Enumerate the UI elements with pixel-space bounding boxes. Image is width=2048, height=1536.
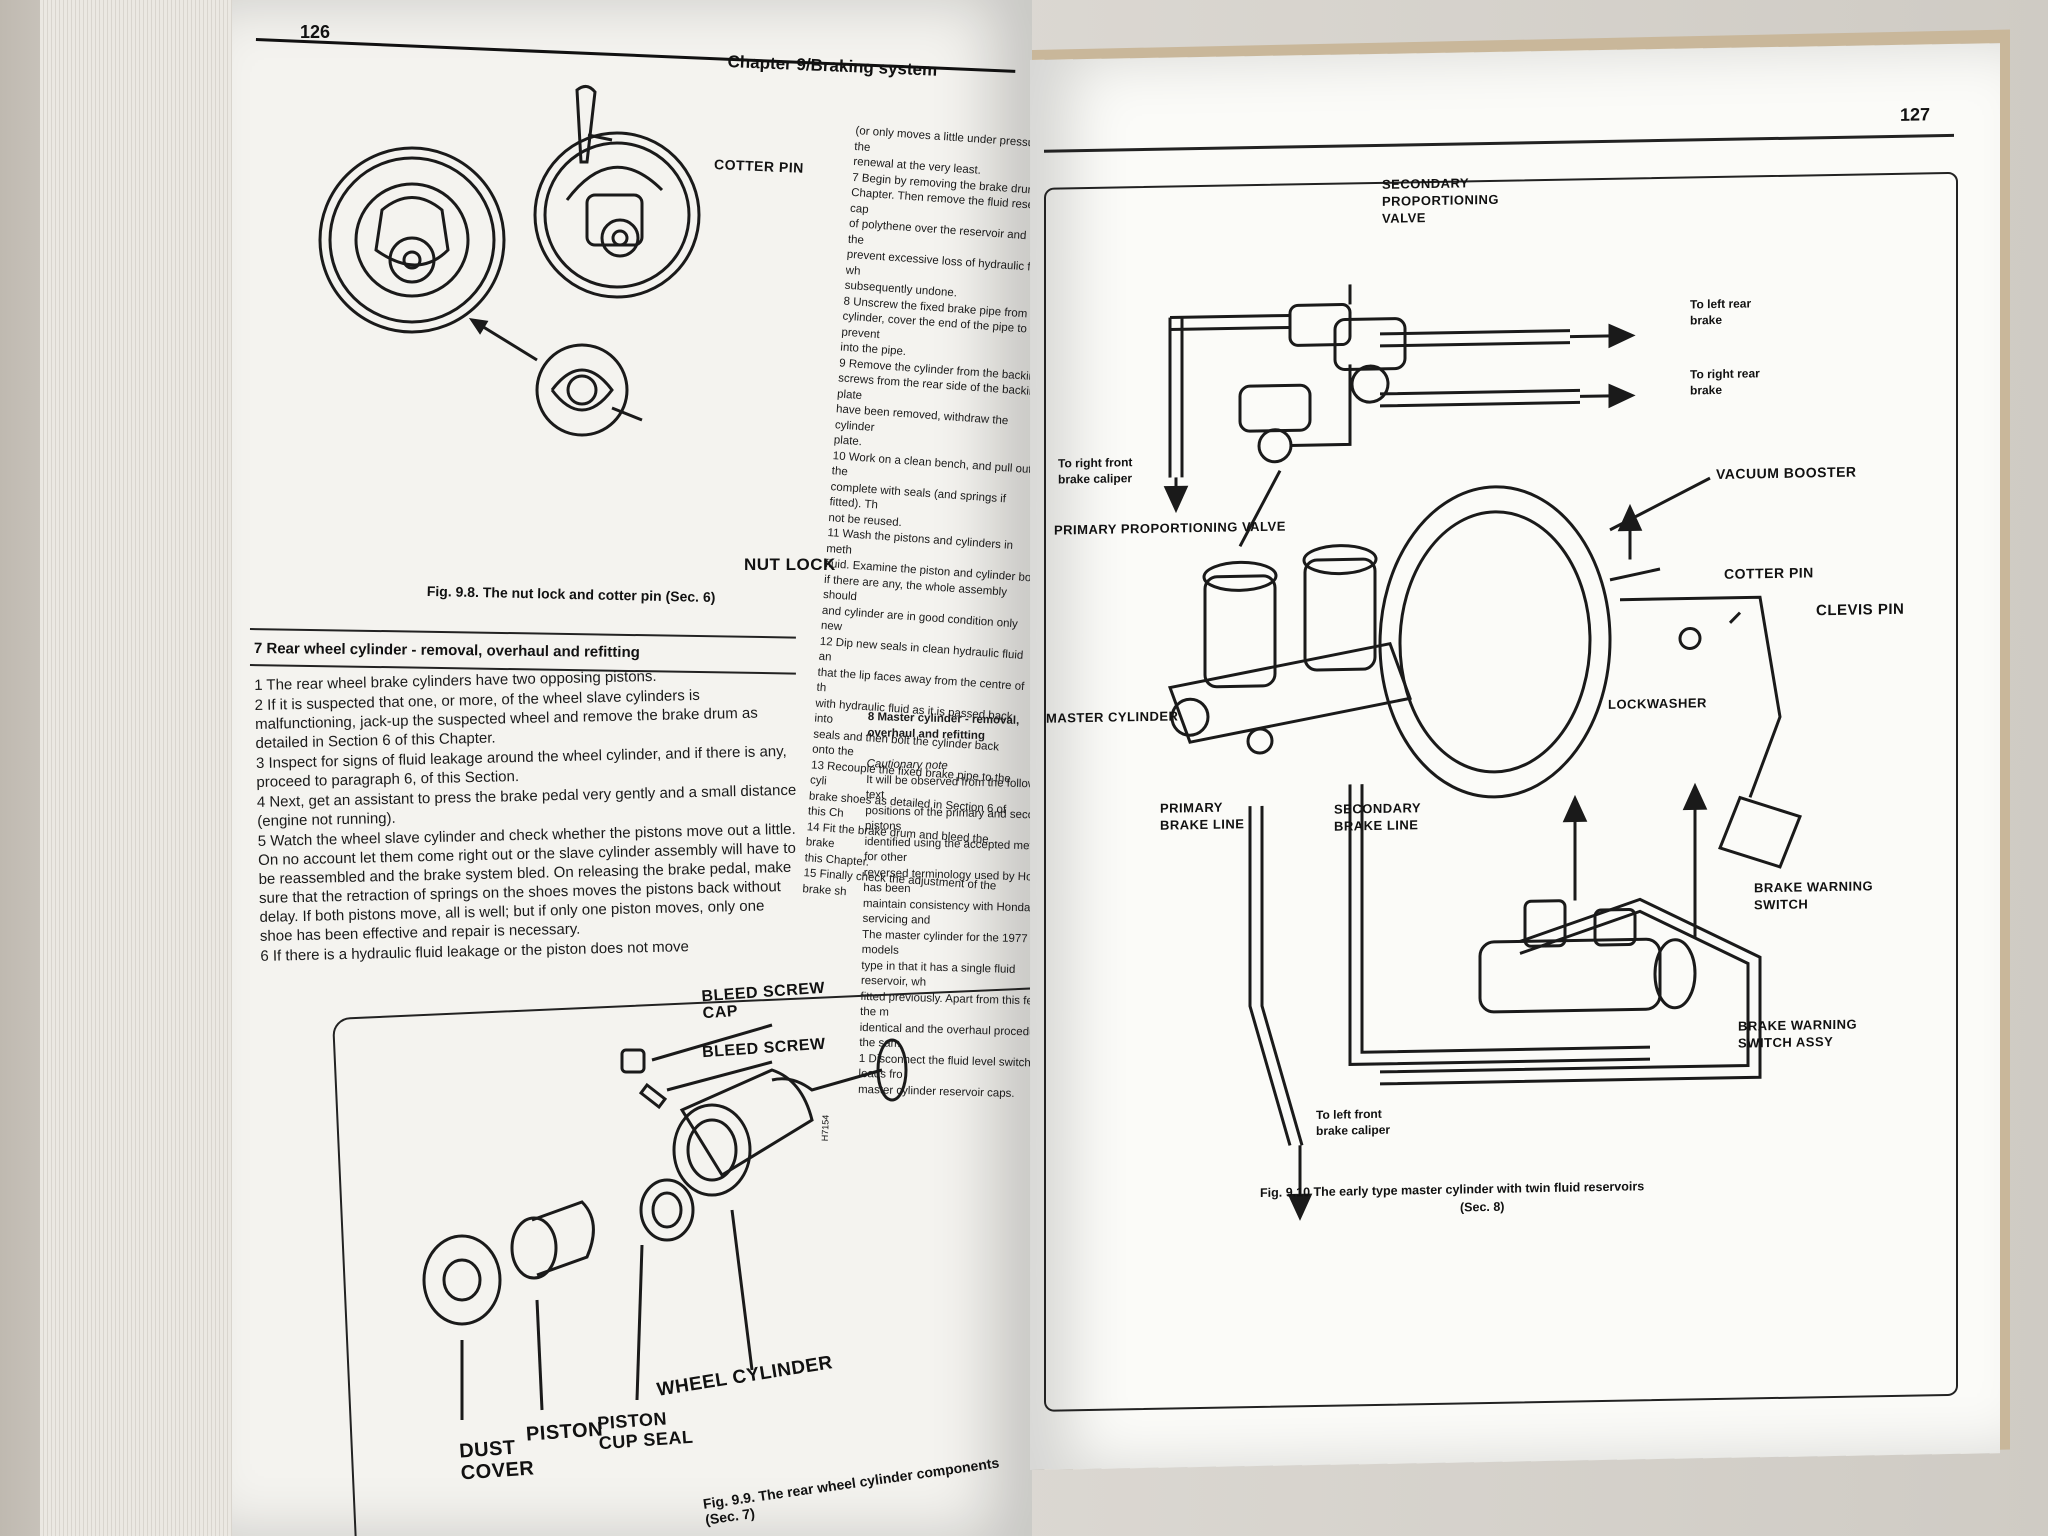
- to-left-front-brake-caliper-label: To left front brake caliper: [1316, 1106, 1391, 1139]
- clevis-pin-label: CLEVIS PIN: [1816, 600, 1905, 620]
- master-cylinder-label: MASTER CYLINDER: [1046, 708, 1179, 726]
- fig-9-10-illustration: [1163, 284, 1802, 1221]
- section-7-body: 1 The rear wheel brake cylinders have tw…: [254, 664, 800, 967]
- to-right-front-brake-caliper-label: To right front brake caliper: [1058, 455, 1133, 487]
- text-line: reversed terminology used by Honda has b…: [863, 866, 1032, 896]
- paragraph: 5 Watch the wheel slave cylinder and che…: [257, 820, 797, 945]
- page-stack-edge: [40, 0, 240, 1536]
- text-line: identified using the accepted method for…: [863, 835, 1032, 865]
- left-page: 126 Chapter 9/Braking system: [232, 0, 1032, 1536]
- chapter-title: Chapter 9/Braking system: [727, 52, 938, 80]
- right-page: 127: [1030, 43, 2000, 1470]
- section-7-heading: 7 Rear wheel cylinder - removal, overhau…: [253, 640, 640, 662]
- fig-9-8-illustration: [318, 85, 701, 437]
- to-left-rear-brake-label: To left rear brake: [1690, 296, 1752, 328]
- text-line: maintain consistency with Honda servicin…: [862, 897, 1031, 927]
- page-number: 126: [300, 22, 331, 42]
- piston-cup-seal-label: PISTON CUP SEAL: [596, 1408, 694, 1454]
- header-rule: [1044, 133, 1954, 153]
- fig-9-10-caption-sec: (Sec. 8): [1460, 1199, 1505, 1215]
- text-line: The master cylinder for the 1977 models: [861, 928, 1028, 957]
- part-code: H7154: [819, 1114, 831, 1142]
- secondary-brake-line-label: SECONDARY BRAKE LINE: [1334, 800, 1422, 834]
- to-right-rear-brake-label: To right rear brake: [1690, 366, 1760, 398]
- secondary-proportioning-valve-label: SECONDARY PROPORTIONING VALVE: [1382, 175, 1500, 226]
- fig-9-9-illustration: [422, 1023, 908, 1420]
- piston-label: PISTON: [525, 1418, 604, 1446]
- section-8-heading: 8 Master cylinder - removal, overhaul an…: [867, 710, 1020, 742]
- brake-warning-switch-label: BRAKE WARNING SWITCH: [1754, 878, 1874, 913]
- cotter-pin-label: COTTER PIN: [1724, 564, 1814, 582]
- lockwasher-label: LOCKWASHER: [1608, 695, 1707, 712]
- vacuum-booster-label: VACUUM BOOSTER: [1716, 463, 1857, 483]
- primary-brake-line-label: PRIMARY BRAKE LINE: [1160, 799, 1245, 833]
- brake-warning-switch-assy-label: BRAKE WARNING SWITCH ASSY: [1738, 1016, 1858, 1051]
- nut-lock-label: NUT LOCK: [744, 555, 836, 574]
- dust-cover-label: DUST COVER: [458, 1436, 536, 1485]
- page-number: 127: [1900, 104, 1931, 125]
- fig-9-8-caption: Fig. 9.8. The nut lock and cotter pin (S…: [426, 583, 716, 606]
- text-line: positions of the primary and secondary p…: [864, 804, 1032, 833]
- section-rule-top: [249, 628, 796, 639]
